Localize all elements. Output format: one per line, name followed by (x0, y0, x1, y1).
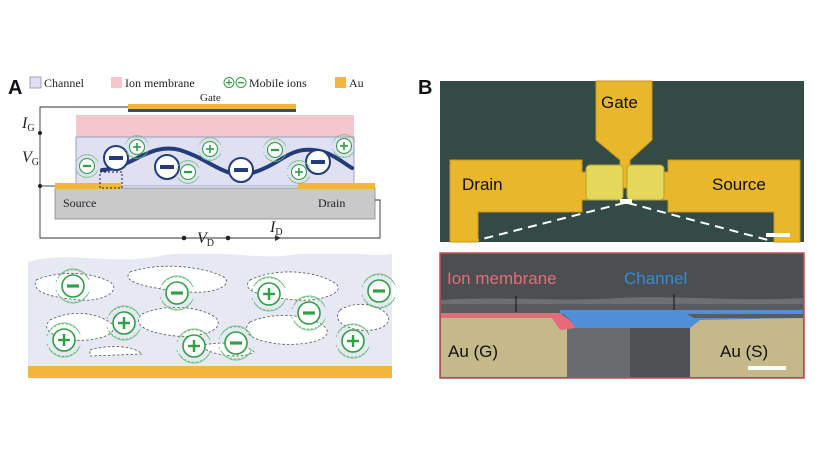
sem-scale-bar (748, 366, 786, 370)
drain-electrode (298, 183, 375, 189)
panel-b: B Gate Drain Source (418, 77, 805, 379)
optical-micrograph: Gate Drain Source (440, 80, 804, 243)
gate-electrode (128, 104, 296, 109)
node-dot (225, 235, 231, 241)
id-arrowhead (275, 235, 281, 241)
source-electrode (55, 183, 121, 189)
legend-channel-swatch (29, 76, 42, 89)
sem-au-s-label: Au (S) (720, 342, 768, 361)
substrate (54, 187, 376, 220)
big-ion (228, 157, 254, 183)
gate-underline (128, 109, 296, 112)
legend-mobile-ions-icon (223, 77, 247, 88)
zoom-panel (28, 248, 397, 378)
panel-a: A Channel Ion membrane Mobile ions Au Ga… (8, 76, 397, 378)
legend-mobile-ions-label: Mobile ions (249, 76, 307, 90)
sem-top-band (441, 254, 803, 304)
gate-label: Gate (200, 92, 221, 104)
sem-left-electrode (441, 318, 567, 377)
big-ion (305, 149, 331, 175)
big-ion (154, 154, 180, 180)
micrograph-drain-label: Drain (462, 175, 503, 194)
node-dot (181, 235, 187, 241)
sem-channel-layer (562, 313, 803, 328)
gate-wire (39, 106, 381, 239)
legend-au-swatch (335, 77, 346, 88)
panel-b-letter: B (418, 77, 432, 99)
ion-membrane-layer (76, 115, 354, 137)
sem-texture (441, 297, 803, 304)
zoom-dash-left (477, 202, 625, 241)
gap-highlight (620, 199, 632, 204)
id-label: ID (269, 219, 283, 238)
sem-gap-dark (630, 328, 690, 377)
device-schematic: Gate Source Drain (54, 92, 376, 220)
sem-au-g-label: Au (G) (448, 342, 498, 361)
node-dot (38, 131, 42, 135)
legend-channel-label: Channel (44, 76, 85, 90)
sem-ion-membrane-label: Ion membrane (447, 269, 557, 288)
micrograph-source-label: Source (712, 175, 766, 194)
channel-pad (585, 164, 624, 201)
legend-ion-membrane-label: Ion membrane (125, 76, 195, 90)
vd-label: VD (197, 230, 214, 249)
zoom-marker (99, 171, 123, 189)
legend-ion-membrane-swatch (111, 77, 122, 88)
zoom-dash-right (627, 202, 769, 241)
source-label: Source (63, 196, 96, 210)
big-ion (103, 145, 129, 171)
zoom-au-layer (28, 366, 392, 378)
sem-channel-label: Channel (624, 269, 687, 288)
drain-label: Drain (318, 196, 345, 210)
legend: Channel Ion membrane Mobile ions Au (29, 76, 364, 90)
node-dot (38, 184, 42, 188)
sem-channel-top (560, 310, 803, 314)
channel-pad (626, 164, 665, 201)
scale-bar (766, 233, 790, 237)
micrograph-gate-label: Gate (601, 93, 638, 112)
sem-cross-section: Ion membrane Channel Au (G) Au (S) (439, 252, 805, 379)
circuit (39, 106, 381, 239)
vg-label: VG (22, 149, 39, 168)
panel-a-letter: A (8, 77, 22, 99)
ig-label: IG (21, 115, 35, 134)
sem-membrane-layer (441, 313, 575, 330)
legend-au-label: Au (349, 76, 364, 90)
zoom-panel-top-edge (28, 248, 392, 262)
